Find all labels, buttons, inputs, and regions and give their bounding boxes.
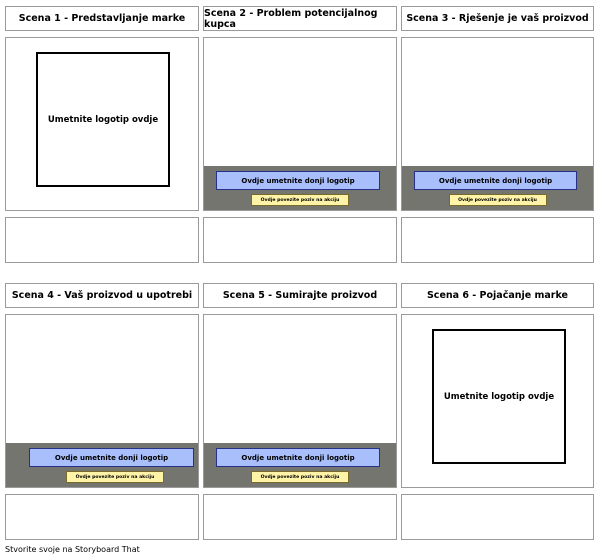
scene-4-title[interactable]: Scena 4 - Vaš proizvod u upotrebi	[5, 283, 199, 308]
scene-4-cta[interactable]: Ovdje povezite poziv na akciju	[66, 471, 164, 483]
scene-5-cell[interactable]: Ovdje umetnite donji logotip Ovdje povez…	[203, 314, 397, 488]
scene-3-cell[interactable]: Ovdje umetnite donji logotip Ovdje povez…	[401, 37, 594, 211]
scene-5-lower-logo[interactable]: Ovdje umetnite donji logotip	[216, 448, 380, 467]
scene-6-logo-placeholder[interactable]: Umetnite logotip ovdje	[432, 329, 566, 464]
scene-3-footer-band: Ovdje umetnite donji logotip Ovdje povez…	[402, 166, 593, 210]
scene-2-title[interactable]: Scena 2 - Problem potencijalnog kupca	[203, 6, 397, 31]
scene-2-lower-logo[interactable]: Ovdje umetnite donji logotip	[216, 171, 380, 190]
scene-5-footer-band: Ovdje umetnite donji logotip Ovdje povez…	[204, 443, 396, 487]
scene-2-cell[interactable]: Ovdje umetnite donji logotip Ovdje povez…	[203, 37, 397, 211]
scene-6-caption[interactable]	[401, 494, 594, 540]
scene-2-footer-band: Ovdje umetnite donji logotip Ovdje povez…	[204, 166, 396, 210]
scene-6-title[interactable]: Scena 6 - Pojačanje marke	[401, 283, 594, 308]
scene-3-lower-logo[interactable]: Ovdje umetnite donji logotip	[414, 171, 577, 190]
scene-6-cell[interactable]: Umetnite logotip ovdje	[401, 314, 594, 488]
scene-1-caption[interactable]	[5, 217, 199, 263]
scene-5-caption[interactable]	[203, 494, 397, 540]
scene-5-title[interactable]: Scena 5 - Sumirajte proizvod	[203, 283, 397, 308]
scene-4-lower-logo[interactable]: Ovdje umetnite donji logotip	[29, 448, 194, 467]
scene-5-cta[interactable]: Ovdje povezite poziv na akciju	[251, 471, 349, 483]
scene-1-logo-placeholder[interactable]: Umetnite logotip ovdje	[36, 52, 170, 187]
storyboard-that-credit[interactable]: Stvorite svoje na Storyboard That	[5, 545, 140, 554]
scene-2-caption[interactable]	[203, 217, 397, 263]
scene-3-title[interactable]: Scena 3 - Rješenje je vaš proizvod	[401, 6, 594, 31]
scene-1-title[interactable]: Scena 1 - Predstavljanje marke	[5, 6, 199, 31]
scene-4-footer-band: Ovdje umetnite donji logotip Ovdje povez…	[6, 443, 198, 487]
scene-4-cell[interactable]: Ovdje umetnite donji logotip Ovdje povez…	[5, 314, 199, 488]
scene-3-cta[interactable]: Ovdje povezite poziv na akciju	[448, 194, 547, 206]
scene-4-caption[interactable]	[5, 494, 199, 540]
scene-1-cell[interactable]: Umetnite logotip ovdje	[5, 37, 199, 211]
scene-3-caption[interactable]	[401, 217, 594, 263]
scene-2-cta[interactable]: Ovdje povezite poziv na akciju	[251, 194, 349, 206]
